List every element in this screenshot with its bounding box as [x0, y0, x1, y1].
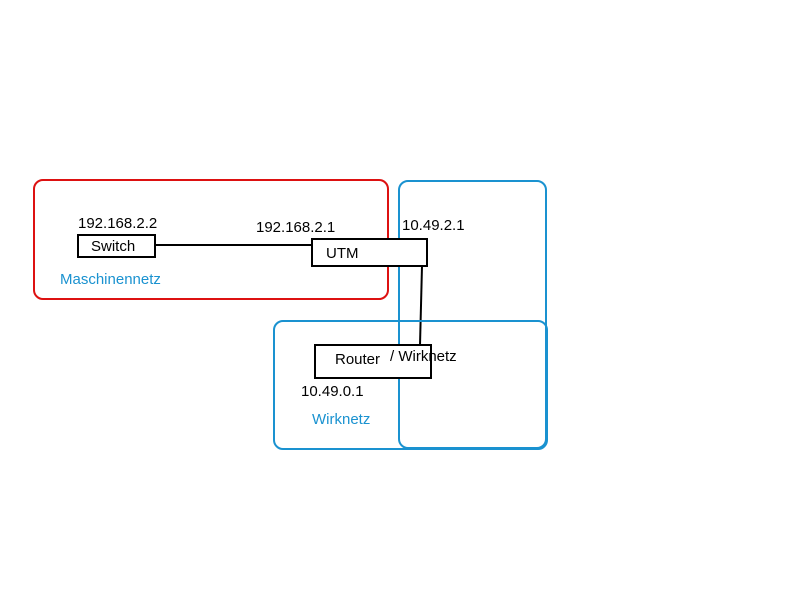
link-utm-router: [419, 265, 423, 346]
utm-node[interactable]: UTM: [311, 238, 428, 267]
wirknetz-label: Wirknetz: [312, 411, 371, 428]
switch-label: Switch: [91, 238, 136, 255]
machine-network-label: Maschinennetz: [60, 271, 161, 288]
switch-node[interactable]: Switch: [77, 234, 156, 258]
router-node[interactable]: Router: [314, 344, 432, 379]
router-label: Router: [335, 351, 381, 368]
router-ip-label: 10.49.0.1: [301, 383, 364, 400]
wirknetz-zone-lower: [273, 320, 548, 450]
utm-label: UTM: [326, 245, 359, 262]
router-overlay-text: / Wirknetz: [390, 348, 457, 365]
utm-outer-ip-label: 10.49.2.1: [402, 217, 465, 234]
switch-ip-label: 192.168.2.2: [78, 215, 158, 232]
utm-inner-ip-label: 192.168.2.1: [256, 219, 336, 236]
